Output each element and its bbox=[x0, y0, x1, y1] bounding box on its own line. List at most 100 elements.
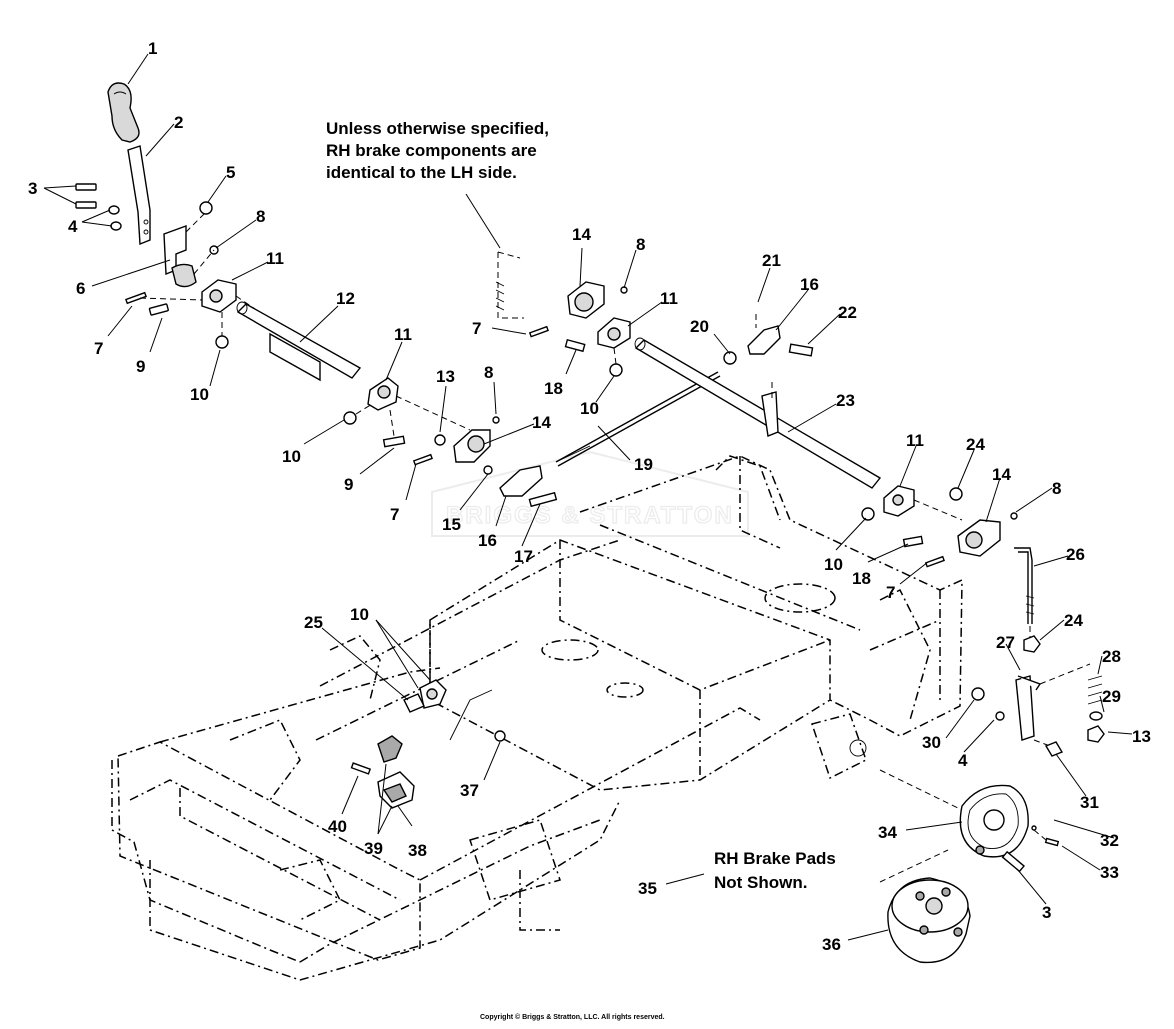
lever-bolts bbox=[75, 183, 122, 231]
callout-9b: 9 bbox=[344, 475, 353, 494]
callout-31: 31 bbox=[1080, 793, 1099, 812]
callout-4: 4 bbox=[68, 217, 78, 236]
callout-33: 33 bbox=[1100, 863, 1119, 882]
callout-40: 40 bbox=[328, 817, 347, 836]
brake-lever-arm bbox=[127, 145, 151, 246]
callout-8: 8 bbox=[256, 207, 265, 226]
callout-numbers: 1 2 3 4 5 6 7 8 9 10 11 12 11 13 8 14 10… bbox=[28, 39, 1151, 954]
callout-37: 37 bbox=[460, 781, 479, 800]
callout-4b: 4 bbox=[958, 751, 968, 770]
rh-rear-pivot bbox=[924, 512, 1018, 568]
callout-13b: 13 bbox=[1132, 727, 1151, 746]
brake-backing-plate bbox=[879, 769, 1060, 873]
note-line-3: identical to the LH side. bbox=[326, 163, 517, 182]
brake-arm bbox=[971, 663, 1091, 747]
callout-12: 12 bbox=[336, 289, 355, 308]
callout-35: 35 bbox=[638, 879, 657, 898]
callout-11d: 11 bbox=[906, 431, 924, 450]
lh-clevis bbox=[499, 465, 558, 508]
callout-8c: 8 bbox=[636, 235, 645, 254]
callout-24: 24 bbox=[966, 435, 985, 454]
watermark-text: BRIGGS & STRATTON bbox=[446, 502, 734, 529]
callout-36: 36 bbox=[822, 935, 841, 954]
callout-27: 27 bbox=[996, 633, 1015, 652]
callout-2: 2 bbox=[174, 113, 183, 132]
callout-8d: 8 bbox=[1052, 479, 1061, 498]
callout-23: 23 bbox=[836, 391, 855, 410]
callout-6: 6 bbox=[76, 279, 85, 298]
callout-9: 9 bbox=[136, 357, 145, 376]
callout-30: 30 bbox=[922, 733, 941, 752]
callout-10c: 10 bbox=[580, 399, 599, 418]
callout-13: 13 bbox=[436, 367, 455, 386]
callout-38: 38 bbox=[408, 841, 427, 860]
copyright-text: Copyright © Briggs & Stratton, LLC. All … bbox=[480, 1013, 665, 1021]
callout-20: 20 bbox=[690, 317, 709, 336]
callout-29: 29 bbox=[1102, 687, 1121, 706]
callout-26: 26 bbox=[1066, 545, 1085, 564]
callout-14: 14 bbox=[532, 413, 551, 432]
callout-39: 39 bbox=[364, 839, 383, 858]
rh-cross-shaft bbox=[634, 337, 882, 489]
lh-brake-linkage bbox=[403, 679, 506, 742]
callout-18b: 18 bbox=[852, 569, 871, 588]
brake-handle-grip bbox=[107, 82, 140, 143]
lh-cross-shaft bbox=[236, 301, 362, 382]
callout-14b: 14 bbox=[572, 225, 591, 244]
mid-pivot-bracket bbox=[412, 416, 500, 475]
callout-18: 18 bbox=[544, 379, 563, 398]
callout-25: 25 bbox=[304, 613, 323, 632]
callout-8b: 8 bbox=[484, 363, 493, 382]
mower-frame bbox=[111, 455, 963, 981]
callout-21: 21 bbox=[762, 251, 781, 270]
callout-10d: 10 bbox=[824, 555, 843, 574]
leader-lines bbox=[43, 53, 1133, 941]
lever-bracket bbox=[163, 201, 219, 288]
callout-3b: 3 bbox=[1042, 903, 1051, 922]
callout-7d: 7 bbox=[886, 583, 895, 602]
rh-clevis bbox=[723, 314, 814, 398]
watermark-logo: BRIGGS & STRATTON bbox=[431, 450, 749, 537]
switch-assembly bbox=[350, 735, 415, 809]
note-line-1: Unless otherwise specified, bbox=[326, 119, 549, 138]
callout-11b: 11 bbox=[394, 325, 412, 344]
callout-14c: 14 bbox=[992, 465, 1011, 484]
callout-15: 15 bbox=[442, 515, 461, 534]
rh-spring-link bbox=[495, 251, 524, 319]
rh-flange-bearing bbox=[564, 317, 631, 377]
pads-note-line-2: Not Shown. bbox=[714, 873, 807, 892]
note-line-2: RH brake components are bbox=[326, 141, 537, 160]
callout-11: 11 bbox=[266, 249, 284, 268]
pads-note-line-1: RH Brake Pads bbox=[714, 849, 836, 868]
callout-10b: 10 bbox=[282, 447, 301, 466]
callout-22: 22 bbox=[838, 303, 857, 322]
mid-flange-bearing bbox=[343, 377, 471, 448]
note-rh-pads: RH Brake Pads Not Shown. bbox=[714, 849, 836, 892]
callout-34: 34 bbox=[878, 823, 897, 842]
callout-17: 17 bbox=[514, 547, 533, 566]
brake-rod-hook bbox=[1014, 547, 1041, 653]
callout-7c: 7 bbox=[472, 319, 481, 338]
callout-16b: 16 bbox=[800, 275, 819, 294]
rh-rear-bearing bbox=[861, 485, 963, 548]
brake-cam-bushing bbox=[1044, 741, 1064, 757]
callout-10e: 10 bbox=[350, 605, 369, 624]
callout-3: 3 bbox=[28, 179, 37, 198]
brake-rod bbox=[555, 371, 721, 467]
callout-16: 16 bbox=[478, 531, 497, 550]
brake-spring bbox=[1087, 675, 1105, 743]
callout-32: 32 bbox=[1100, 831, 1119, 850]
callout-11c: 11 bbox=[660, 289, 678, 308]
callout-5: 5 bbox=[226, 163, 235, 182]
callout-28: 28 bbox=[1102, 647, 1121, 666]
callout-19: 19 bbox=[634, 455, 653, 474]
callout-1: 1 bbox=[148, 39, 157, 58]
rh-pivot-bracket bbox=[528, 281, 628, 338]
callout-10: 10 bbox=[190, 385, 209, 404]
note-rh-brake: Unless otherwise specified, RH brake com… bbox=[326, 119, 549, 182]
callout-24b: 24 bbox=[1064, 611, 1083, 630]
callout-7b: 7 bbox=[390, 505, 399, 524]
callout-7: 7 bbox=[94, 339, 103, 358]
brake-drum bbox=[879, 849, 971, 964]
